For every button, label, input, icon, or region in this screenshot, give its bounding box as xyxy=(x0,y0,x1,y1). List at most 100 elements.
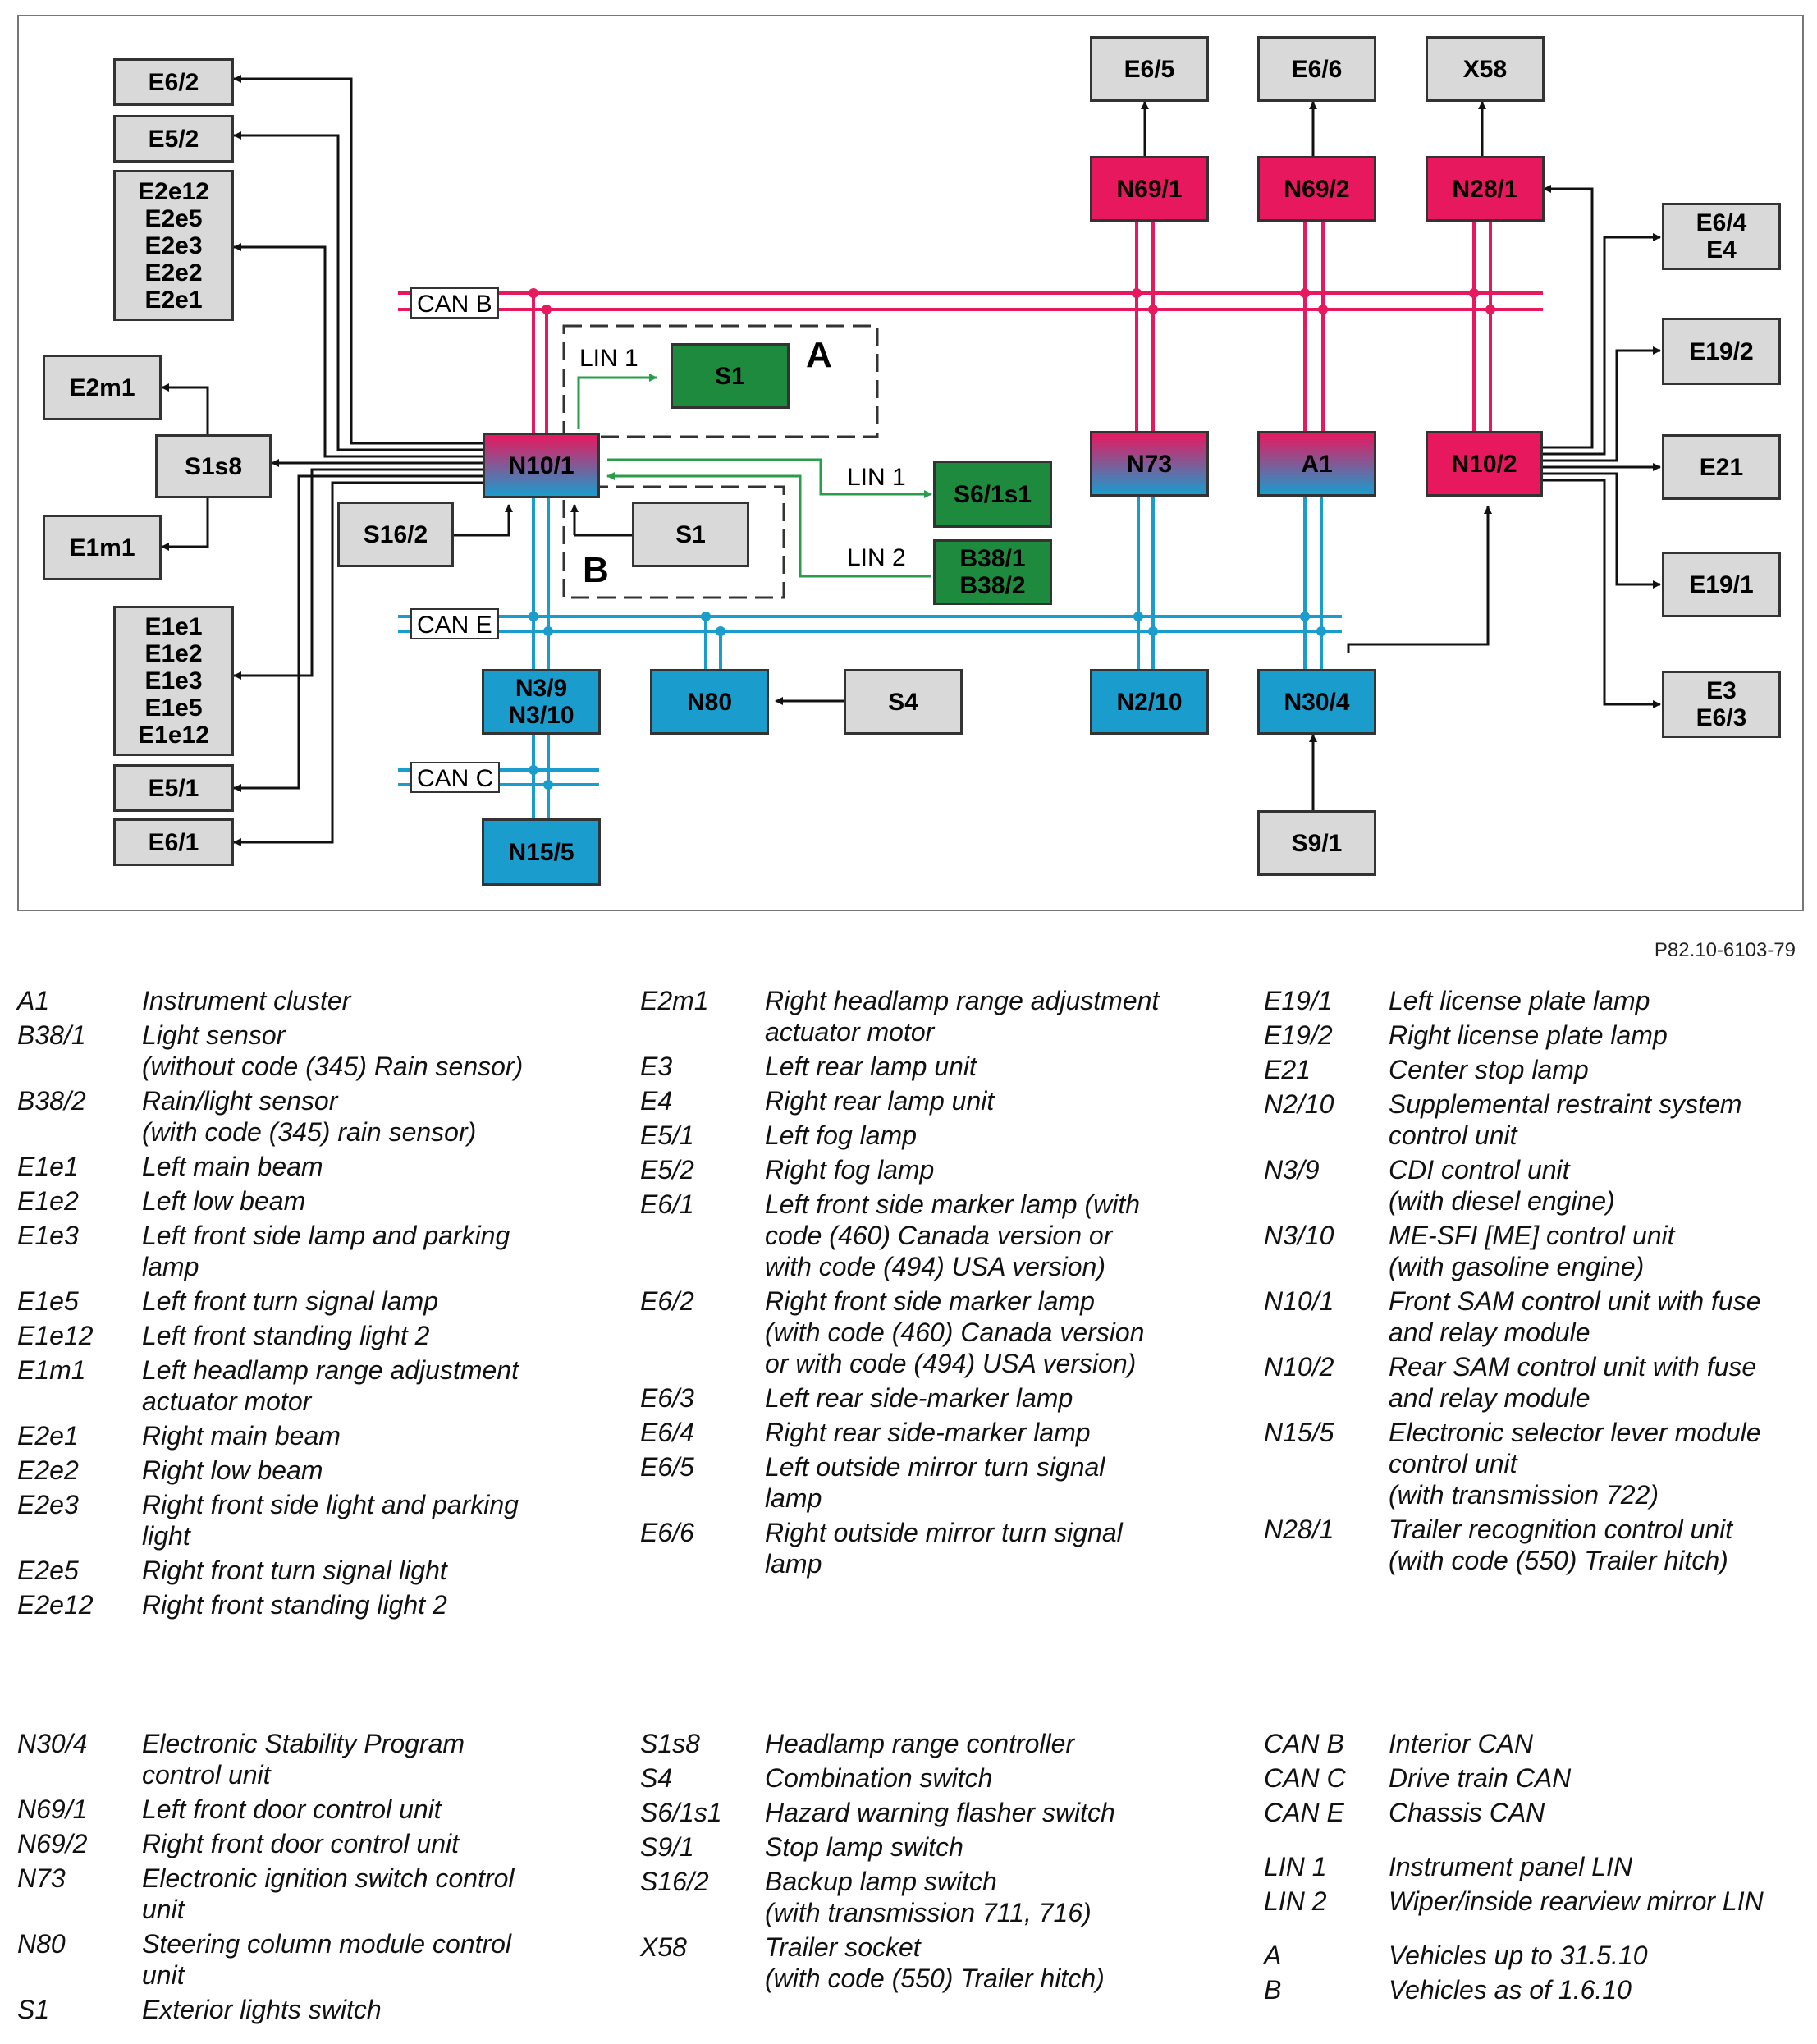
legend-code: N30/4 xyxy=(17,1729,88,1758)
legend-code: E19/2 xyxy=(1264,1020,1333,1050)
legend-code: N10/2 xyxy=(1264,1352,1334,1382)
legend-code: B38/1 xyxy=(17,1020,86,1050)
lin2-label: LIN 2 xyxy=(847,544,906,571)
box-e21: E21 xyxy=(1662,434,1781,500)
legend-description: Interior CAN xyxy=(1389,1729,1534,1758)
box-s1s8: S1s8 xyxy=(155,434,272,498)
legend-description: Headlamp range controller xyxy=(765,1729,1075,1758)
legend-description: Trailer recognition control unit (with c… xyxy=(1389,1515,1733,1575)
figure-reference: P82.10-6103-79 xyxy=(1654,939,1796,961)
box-e1m1: E1m1 xyxy=(43,515,162,580)
legend-code: A xyxy=(1264,1941,1282,1970)
group-b-label: B xyxy=(583,550,609,590)
legend-description: Trailer socket (with code (550) Trailer … xyxy=(765,1932,1105,1993)
legend-column-4: N30/4 Electronic Stability Program contro… xyxy=(17,1728,602,2028)
legend-code: E2e3 xyxy=(17,1490,79,1519)
legend-description: Right main beam xyxy=(142,1421,341,1451)
legend-code: E2m1 xyxy=(640,986,709,1015)
legend-code: E5/2 xyxy=(640,1155,694,1185)
legend-row: X58 Trailer socket (with code (550) Trail… xyxy=(640,1932,1224,1994)
legend-description: Right headlamp range adjustment actuator… xyxy=(765,986,1160,1047)
legend-code: X58 xyxy=(640,1932,687,1962)
legend-description: Left main beam xyxy=(142,1152,323,1181)
legend-description: Left rear side-marker lamp xyxy=(765,1383,1073,1413)
legend-row: CAN C Drive train CAN xyxy=(1264,1762,1817,1794)
legend-description: Rain/light sensor (with code (345) rain … xyxy=(142,1086,477,1147)
legend-description: Left front side lamp and parking lamp xyxy=(142,1221,510,1281)
box-e5-1: E5/1 xyxy=(113,764,234,812)
legend-row: E1e3 Left front side lamp and parking lam… xyxy=(17,1220,602,1282)
legend-description: Drive train CAN xyxy=(1389,1763,1572,1793)
box-n69-1: N69/1 xyxy=(1090,156,1209,222)
legend-description: Electronic Stability Program control uni… xyxy=(142,1729,465,1790)
lin1-a-label: LIN 1 xyxy=(579,345,638,372)
legend-code: E6/2 xyxy=(640,1286,694,1316)
legend-row: A Vehicles up to 31.5.10 xyxy=(1264,1940,1817,1971)
legend-code: E6/4 xyxy=(640,1418,694,1447)
legend-code: E4 xyxy=(640,1086,673,1116)
legend-code: CAN E xyxy=(1264,1798,1344,1827)
legend-code: CAN B xyxy=(1264,1729,1344,1758)
legend-description: Instrument cluster xyxy=(142,986,351,1015)
legend-code: E2e1 xyxy=(17,1421,79,1451)
box-e19-1: E19/1 xyxy=(1662,552,1781,617)
box-s6-1s1: S6/1s1 xyxy=(933,461,1052,528)
box-n10-2: N10/2 xyxy=(1426,431,1543,497)
legend-code: E1e5 xyxy=(17,1286,79,1316)
legend-description: Left front standing light 2 xyxy=(142,1321,430,1350)
box-n2-10: N2/10 xyxy=(1090,669,1209,735)
legend-description: Right front standing light 2 xyxy=(142,1590,447,1620)
legend-code: E21 xyxy=(1264,1055,1311,1084)
legend-code: N73 xyxy=(17,1863,66,1893)
legend-code: S4 xyxy=(640,1763,673,1793)
legend-code: E6/6 xyxy=(640,1518,694,1547)
box-n30-4: N30/4 xyxy=(1257,669,1376,735)
legend-description: Left headlamp range adjustment actuator … xyxy=(142,1355,519,1416)
box-s4: S4 xyxy=(844,669,963,735)
box-e6-2: E6/2 xyxy=(113,58,234,106)
can-e-label: CAN E xyxy=(410,608,499,639)
group-a-outline xyxy=(562,324,879,438)
can-e-bus xyxy=(398,497,1342,669)
legend-row: CAN B Interior CAN xyxy=(1264,1728,1817,1759)
legend-description: Vehicles up to 31.5.10 xyxy=(1389,1941,1648,1970)
box-e5-2: E5/2 xyxy=(113,115,234,163)
box-s1-b: S1 xyxy=(632,502,749,567)
legend-code: CAN C xyxy=(1264,1763,1346,1793)
box-n80: N80 xyxy=(650,669,769,735)
legend-code: E1e3 xyxy=(17,1221,79,1250)
legend-code: E6/3 xyxy=(640,1383,694,1413)
legend-description: ME-SFI [ME] control unit (with gasoline … xyxy=(1389,1221,1675,1281)
legend-code: LIN 1 xyxy=(1264,1852,1327,1881)
legend-code: S16/2 xyxy=(640,1867,709,1896)
group-a-label: A xyxy=(806,335,832,375)
